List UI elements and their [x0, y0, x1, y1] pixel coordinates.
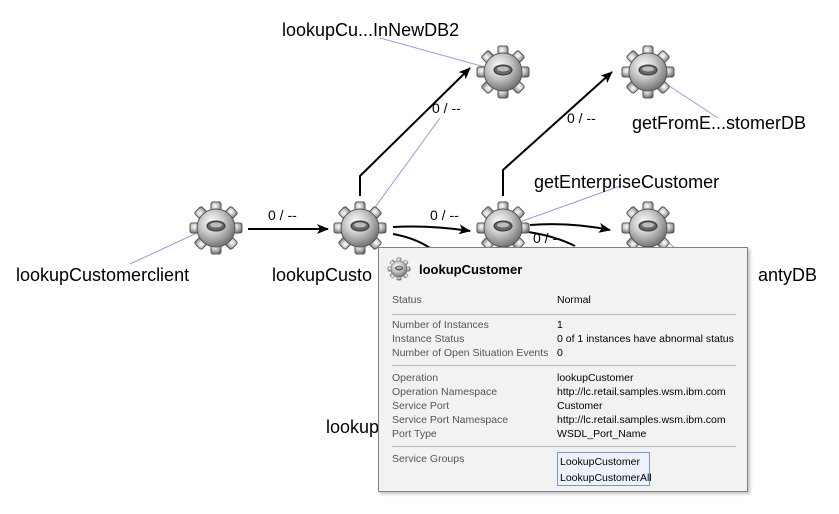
label-link-getenterprise — [502, 185, 621, 229]
node-label-lookupcustomer[interactable]: lookupCusto — [272, 265, 373, 285]
tooltip-header: lookupCustomer — [387, 257, 522, 281]
operation-namespace-label: Operation Namespace — [392, 386, 498, 398]
node-label-lookup[interactable]: lookup — [326, 417, 380, 437]
instance-status-label: Instance Status — [392, 333, 465, 345]
instance-status-value: 0 of 1 instances have abnormal status — [557, 333, 734, 345]
service-port-label: Service Port — [392, 400, 450, 412]
operation-namespace-value: http://lc.retail.samples.wsm.ibm.com — [557, 386, 726, 398]
open-events-label: Number of Open Situation Events — [392, 347, 549, 359]
label-link-newdb2 — [379, 37, 504, 73]
edge-getenterprise-to-lower — [527, 231, 576, 247]
node-label-lookupcustomerinnewdb2[interactable]: lookupCu...InNewDB2 — [282, 20, 460, 40]
edge-label-lookup-to-newdb2: 0 / -- — [432, 100, 461, 116]
node-label-getfromenterprisecustomerdb[interactable]: getFromE...stomerDB — [632, 113, 807, 133]
operation-label: Operation — [392, 372, 439, 384]
service-group-item: LookupCustomerAll — [560, 472, 652, 484]
service-tooltip: lookupCustomer Status Normal Number of I… — [378, 247, 748, 492]
port-type-label: Port Type — [392, 428, 437, 440]
operation-row: Operation lookupCustomer — [392, 372, 742, 386]
open-events-row: Number of Open Situation Events 0 — [392, 347, 742, 361]
tooltip-title: lookupCustomer — [419, 261, 523, 277]
service-groups-row: Service Groups — [392, 453, 742, 467]
instances-value: 1 — [557, 319, 563, 331]
node-label-lookupcustomerclient[interactable]: lookupCustomerclient — [16, 265, 190, 285]
service-port-row: Service Port Customer — [392, 400, 742, 414]
service-port-namespace-row: Service Port Namespace http://lc.retail.… — [392, 414, 742, 428]
status-row: Status Normal — [392, 294, 742, 308]
service-port-value: Customer — [557, 400, 603, 412]
edge-lookup-to-newdb2 — [359, 67, 471, 196]
gear-icon-lookupcustomerclient[interactable] — [189, 201, 243, 255]
port-type-value: WSDL_Port_Name — [557, 428, 647, 440]
service-groups-list: LookupCustomer LookupCustomerAll — [557, 452, 652, 486]
edge-lookup-to-hidden — [392, 233, 431, 249]
instances-row: Number of Instances 1 — [392, 319, 742, 333]
service-port-namespace-label: Service Port Namespace — [392, 414, 509, 426]
instance-status-row: Instance Status 0 of 1 instances have ab… — [392, 333, 742, 347]
open-events-value: 0 — [557, 347, 563, 359]
edge-label-lookup-to-getenterprise: 0 / -- — [430, 207, 459, 223]
operation-value: lookupCustomer — [557, 372, 634, 384]
instances-label: Number of Instances — [392, 319, 489, 331]
status-value: Normal — [557, 294, 591, 306]
service-group-item: LookupCustomer — [560, 456, 640, 468]
edge-getenterprise-to-getfrom — [502, 71, 613, 196]
service-port-namespace-value: http://lc.retail.samples.wsm.ibm.com — [557, 414, 726, 426]
edge-getenterprise-to-warranty — [529, 222, 611, 233]
separator — [392, 314, 736, 315]
edge-label-getenterprise-to-warranty: 0 / -- — [533, 230, 562, 246]
separator — [392, 365, 736, 366]
gear-icon-lookupcustomerinnewdb2[interactable] — [476, 45, 530, 99]
port-type-row: Port Type WSDL_Port_Name — [392, 428, 742, 442]
status-label: Status — [392, 294, 422, 306]
node-label-warrantydb[interactable]: antyDB — [758, 265, 818, 285]
gear-icon-getfromenterprisecustomerdb[interactable] — [621, 45, 675, 99]
node-label-getenterprisecustomer[interactable]: getEnterpriseCustomer — [534, 172, 720, 192]
service-groups-label: Service Groups — [392, 453, 465, 465]
edge-label-getenterprise-to-getfrom: 0 / -- — [567, 110, 596, 126]
gear-icon — [387, 257, 411, 281]
operation-namespace-row: Operation Namespace http://lc.retail.sam… — [392, 386, 742, 400]
separator — [392, 446, 736, 447]
edge-lookup-to-getenterprise — [392, 224, 471, 235]
edge-label-client-to-lookup: 0 / -- — [268, 207, 297, 223]
